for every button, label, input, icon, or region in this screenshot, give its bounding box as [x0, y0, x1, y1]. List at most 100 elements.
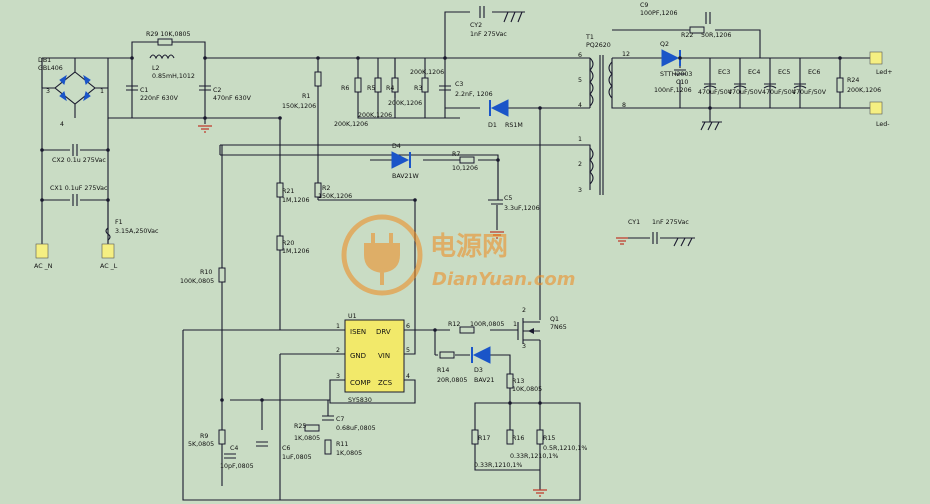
resistor-r4 [391, 77, 399, 93]
label-r6-val: 200K,1206 [334, 121, 368, 128]
label-r13: R13 [512, 378, 524, 385]
capacitor-ec3 [703, 83, 717, 89]
label-r2-val: 150K,1206 [318, 193, 352, 200]
connector-led-minus [869, 101, 883, 115]
label-d1-val: RS1M [505, 122, 523, 129]
label-u1: U1 [348, 313, 357, 320]
connector-ac-l [101, 243, 115, 259]
label-ec4-val: 470uF/50V [728, 89, 763, 96]
watermark-logo-ring [341, 214, 423, 296]
label-bridge-pin3: 3 [46, 88, 50, 95]
label-r3: R3 [414, 85, 422, 92]
label-c10: C10 [676, 79, 688, 86]
capacitor-c7 [322, 415, 334, 421]
label-r3-val: 200K,1206 [410, 69, 444, 76]
label-pin-isen: ISEN [350, 328, 366, 336]
label-ec3-val: 470uF/50V [698, 89, 733, 96]
label-led-plus: Led+ [876, 69, 893, 76]
label-c7-val: 0.68uF,0805 [336, 425, 376, 432]
label-c4-val: 10pF,0805 [220, 463, 254, 470]
label-c5-val: 3.3uF,1206 [504, 205, 540, 212]
watermark-en: DianYuan.com [432, 269, 576, 290]
label-pin-drv: DRV [376, 328, 391, 336]
capacitor-ec5 [763, 83, 777, 89]
label-u1-part: SY5830 [348, 397, 372, 404]
label-t-pin8: 8 [622, 102, 626, 109]
label-q1-val: 7N65 [550, 324, 567, 331]
resistor-r1 [314, 71, 322, 87]
label-r11: R11 [336, 441, 348, 448]
resistor-r12 [459, 326, 475, 334]
label-ec5-val: 470uF/50V [762, 89, 797, 96]
label-db1: DB1 [38, 57, 51, 64]
label-r14-val: 20R,0805 [437, 377, 467, 384]
diode-d3 [471, 346, 491, 364]
resistor-r29 [157, 38, 173, 46]
label-r2: R2 [322, 185, 330, 192]
resistor-r17 [471, 429, 479, 445]
label-db1-part: GBL406 [38, 65, 63, 72]
label-c7: C7 [336, 416, 344, 423]
label-f1-val: 3.15A,250Vac [115, 228, 159, 235]
label-r1-val: 150K,1206 [282, 103, 316, 110]
label-q-pin2: 2 [522, 307, 526, 314]
label-r12: R12 [448, 321, 460, 328]
diode-q2 [661, 49, 681, 67]
label-c9-val: 100PF,1206 [640, 10, 677, 17]
label-u-pin1: 1 [336, 323, 340, 330]
label-u-pin2: 2 [336, 347, 340, 354]
label-pin-zcs: ZCS [378, 379, 393, 387]
capacitor-c9 [705, 12, 711, 24]
ic-u1-body [344, 319, 405, 393]
label-c1-val: 220nF 630V [140, 95, 179, 102]
label-u-pin4: 4 [406, 373, 410, 380]
fuse-f1 [105, 227, 111, 241]
label-r15-val: 0.5R,1210,1% [543, 445, 587, 452]
resistor-r13 [506, 373, 514, 389]
diode-d4 [391, 151, 411, 169]
label-pin-vin: VIN [378, 352, 390, 360]
watermark-cn: 电源网 [430, 232, 508, 262]
label-t1: T1 [585, 34, 594, 41]
label-t-pin2: 2 [578, 161, 582, 168]
resistor-r2 [314, 182, 322, 198]
resistor-r20 [276, 235, 284, 251]
resistor-r16 [506, 429, 514, 445]
ground-symbol-sense [533, 489, 547, 497]
label-d3: D3 [474, 367, 483, 374]
plug-icon [364, 233, 400, 285]
resistor-r14 [439, 351, 455, 359]
label-l2-val: 0.85mH,1012 [152, 73, 195, 80]
label-r7-val: 10,1206 [452, 165, 478, 172]
label-u-pin6: 6 [406, 323, 410, 330]
label-r7: R7 [452, 151, 460, 158]
label-c3: C3 [455, 81, 463, 88]
label-ec6: EC6 [808, 69, 820, 76]
label-r21: R21 [282, 188, 294, 195]
grounds [198, 11, 722, 497]
capacitor-c10 [674, 69, 686, 75]
label-r22-val: 50R,1206 [701, 32, 731, 39]
label-r5: R5 [367, 85, 375, 92]
label-c6: C6 [282, 445, 290, 452]
label-d4: D4 [392, 143, 401, 150]
label-d4-val: BAV21W [392, 173, 420, 180]
label-cx1: CX1 0.1uF 275Vac [50, 185, 108, 192]
connector-ac-n [35, 243, 49, 259]
label-f1: F1 [115, 219, 123, 226]
label-u-pin5: 5 [406, 347, 410, 354]
label-r9: R9 [200, 433, 208, 440]
label-r29: R29 10K,0805 [146, 31, 191, 38]
resistor-r7 [459, 156, 475, 164]
label-cy2: CY2 [470, 22, 482, 29]
mosfet-q1 [517, 318, 540, 344]
junctions [40, 56, 842, 405]
label-cy2-val: 1nF 275Vac [470, 31, 507, 38]
transformer-t1 [589, 55, 613, 195]
resistor-r5 [374, 77, 382, 93]
label-ec3: EC3 [718, 69, 730, 76]
watermark: 电源网 DianYuan.com [341, 214, 576, 296]
component-labels: DB1 GBL406 3 1 4 CX2 0.1u 275Vac CX1 0.1… [34, 2, 893, 470]
